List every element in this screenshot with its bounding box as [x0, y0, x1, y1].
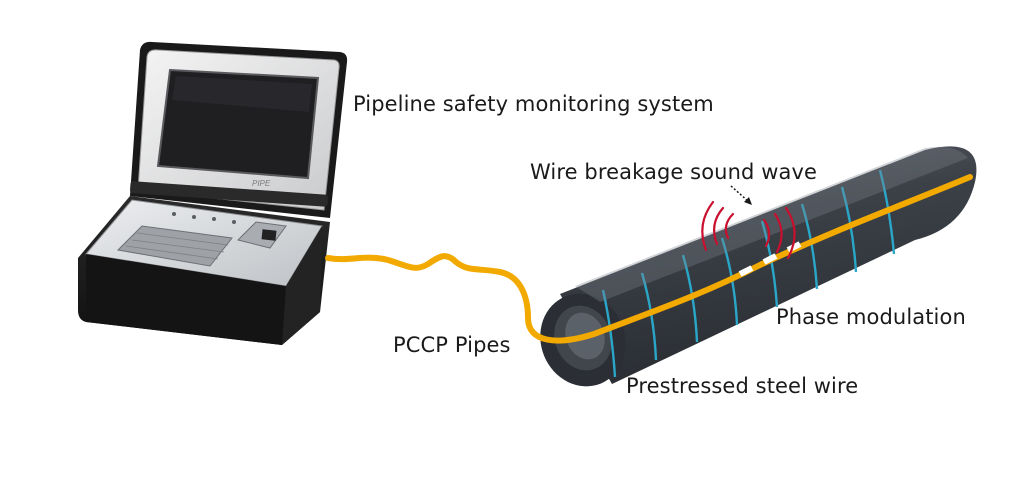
label-prestressed-wire: Prestressed steel wire — [626, 374, 859, 398]
arrow-icon — [730, 185, 752, 205]
pccp-pipe — [540, 146, 977, 387]
label-phase-modulation: Phase modulation — [776, 305, 966, 329]
monitoring-device: PIPE — [78, 41, 348, 345]
pipe-highlight — [575, 146, 968, 302]
label-wire-breakage: Wire breakage sound wave — [530, 160, 817, 184]
keyboard-keys — [125, 232, 229, 260]
sound-wave-icon — [701, 200, 796, 260]
screen-brand-logo: PIPE — [252, 179, 271, 188]
fingerprint-sensor — [261, 229, 277, 241]
label-monitoring-system: Pipeline safety monitoring system — [353, 92, 714, 116]
device-hinge — [130, 181, 328, 207]
device-indicator-lights — [172, 212, 236, 224]
device-front-face — [86, 254, 286, 345]
label-pccp-pipes: PCCP Pipes — [393, 333, 511, 357]
device-side-face — [282, 226, 322, 345]
phase-modulation-markers — [738, 241, 802, 277]
pipe-body — [560, 146, 977, 384]
screen-glare — [172, 76, 312, 112]
